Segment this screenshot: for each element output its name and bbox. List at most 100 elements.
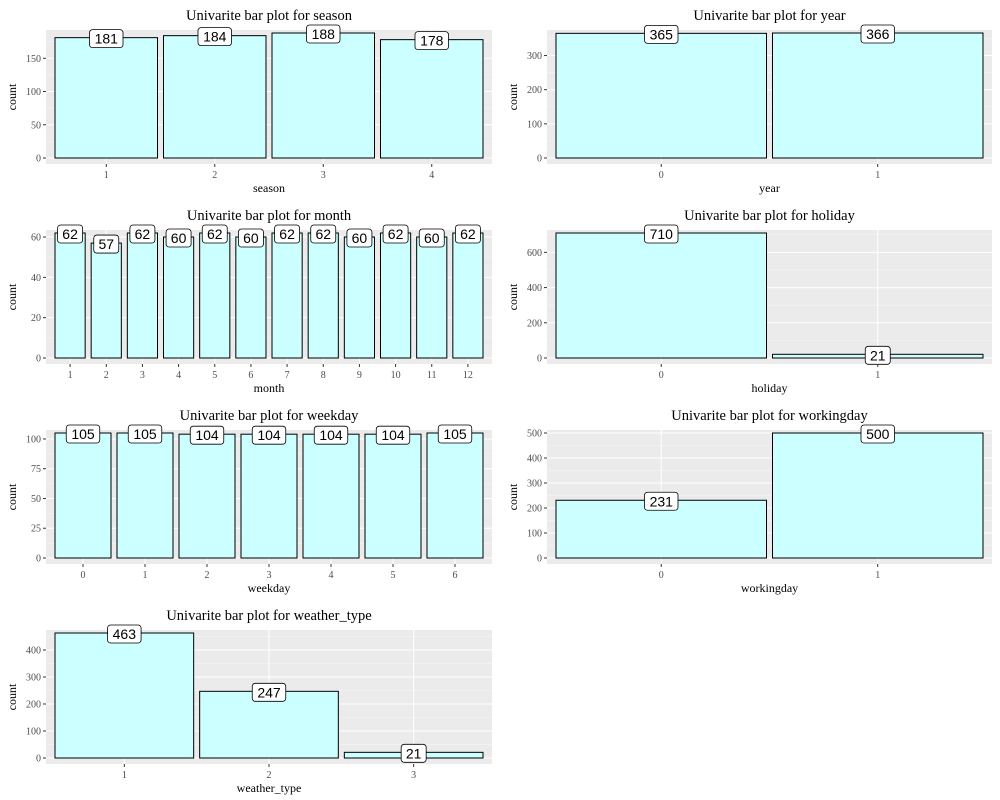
bar-6	[235, 236, 267, 359]
y-axis-label: count	[506, 483, 520, 510]
bar-1	[54, 632, 195, 759]
data-label: 105	[133, 426, 157, 442]
x-tick-label: 1	[875, 570, 880, 581]
bar-7	[271, 232, 303, 359]
data-label-box	[382, 224, 409, 244]
data-label: 62	[388, 226, 404, 242]
data-label-box	[644, 491, 679, 511]
bar-5	[364, 433, 422, 559]
bar-2	[90, 242, 122, 359]
y-tick-label: 40	[31, 273, 41, 284]
data-label: 366	[866, 26, 890, 42]
data-label-box	[644, 24, 679, 44]
bar-8	[307, 232, 339, 359]
bar-3	[240, 433, 298, 559]
data-label-box	[93, 234, 120, 254]
bar-1	[772, 32, 984, 159]
data-label: 62	[135, 226, 151, 242]
chart-title: Univarite bar plot for season	[186, 8, 353, 24]
x-tick-label: 0	[659, 170, 664, 181]
x-axis-label: month	[254, 381, 285, 395]
x-tick-label: 4	[329, 570, 334, 581]
chart-title: Univarite bar plot for weather_type	[166, 608, 371, 624]
data-label: 62	[315, 226, 331, 242]
data-label: 463	[113, 626, 137, 642]
y-tick-label: 400	[527, 454, 542, 465]
x-tick-label: 11	[427, 370, 437, 381]
data-label: 62	[460, 226, 476, 242]
x-axis-label: workingday	[741, 581, 798, 595]
y-tick-label: 600	[527, 248, 542, 259]
x-axis-label: year	[759, 181, 780, 195]
x-tick-label: 1	[875, 370, 880, 381]
data-label-box	[251, 682, 287, 702]
data-label-box	[375, 425, 411, 445]
y-axis-label: count	[5, 483, 19, 510]
y-tick-label: 0	[36, 354, 41, 365]
x-tick-label: 0	[659, 570, 664, 581]
x-tick-label: 3	[411, 770, 416, 781]
x-tick-label: 2	[205, 570, 210, 581]
data-label-box	[201, 224, 228, 244]
data-label: 104	[195, 427, 219, 443]
data-label-box	[89, 29, 124, 49]
y-axis-label: count	[5, 683, 19, 710]
data-label-box	[346, 228, 373, 248]
x-tick-label: 2	[267, 770, 272, 781]
data-label: 104	[381, 427, 405, 443]
y-tick-label: 75	[31, 464, 41, 475]
y-tick-label: 0	[537, 554, 542, 565]
y-tick-label: 60	[31, 233, 41, 244]
x-tick-label: 3	[140, 370, 145, 381]
y-tick-label: 20	[31, 313, 41, 324]
data-label: 231	[650, 493, 674, 509]
y-tick-label: 300	[527, 479, 542, 490]
y-tick-label: 300	[26, 673, 41, 684]
data-label-box	[400, 743, 427, 763]
data-label: 104	[319, 427, 343, 443]
y-axis-label: count	[506, 83, 520, 110]
data-label-box	[455, 224, 481, 244]
bar-0	[555, 32, 767, 159]
x-tick-label: 2	[212, 170, 217, 181]
x-tick-label: 1	[122, 770, 127, 781]
bar-4	[163, 236, 195, 359]
x-axis-label: season	[253, 181, 285, 195]
data-label: 500	[866, 426, 890, 442]
bar-11	[416, 236, 448, 359]
x-tick-label: 9	[357, 370, 362, 381]
data-label-box	[310, 224, 337, 244]
x-tick-label: 1	[68, 370, 73, 381]
data-label-box	[860, 24, 895, 44]
bar-9	[343, 236, 376, 359]
data-label-box	[274, 224, 300, 244]
x-tick-label: 5	[212, 370, 217, 381]
y-tick-label: 400	[26, 646, 41, 657]
x-axis-label: weather_type	[237, 781, 302, 795]
data-label: 710	[650, 226, 674, 242]
y-tick-label: 0	[36, 754, 41, 765]
y-tick-label: 300	[527, 51, 542, 62]
y-tick-label: 100	[26, 727, 41, 738]
y-tick-label: 25	[31, 524, 41, 535]
y-tick-label: 100	[527, 529, 542, 540]
data-label: 62	[62, 226, 78, 242]
x-tick-label: 7	[285, 370, 290, 381]
data-label-box	[57, 224, 83, 244]
y-tick-label: 200	[26, 700, 41, 711]
chart-title: Univarite bar plot for year	[693, 8, 845, 24]
y-tick-label: 0	[537, 154, 542, 165]
data-label: 105	[443, 426, 467, 442]
data-label-box	[107, 624, 142, 644]
x-tick-label: 6	[453, 570, 458, 581]
data-label-box	[189, 425, 225, 445]
x-tick-label: 10	[391, 370, 401, 381]
y-tick-label: 400	[527, 283, 542, 294]
bar-0	[555, 232, 767, 359]
x-tick-label: 8	[321, 370, 326, 381]
x-tick-label: 1	[104, 170, 109, 181]
x-tick-label: 1	[143, 570, 148, 581]
